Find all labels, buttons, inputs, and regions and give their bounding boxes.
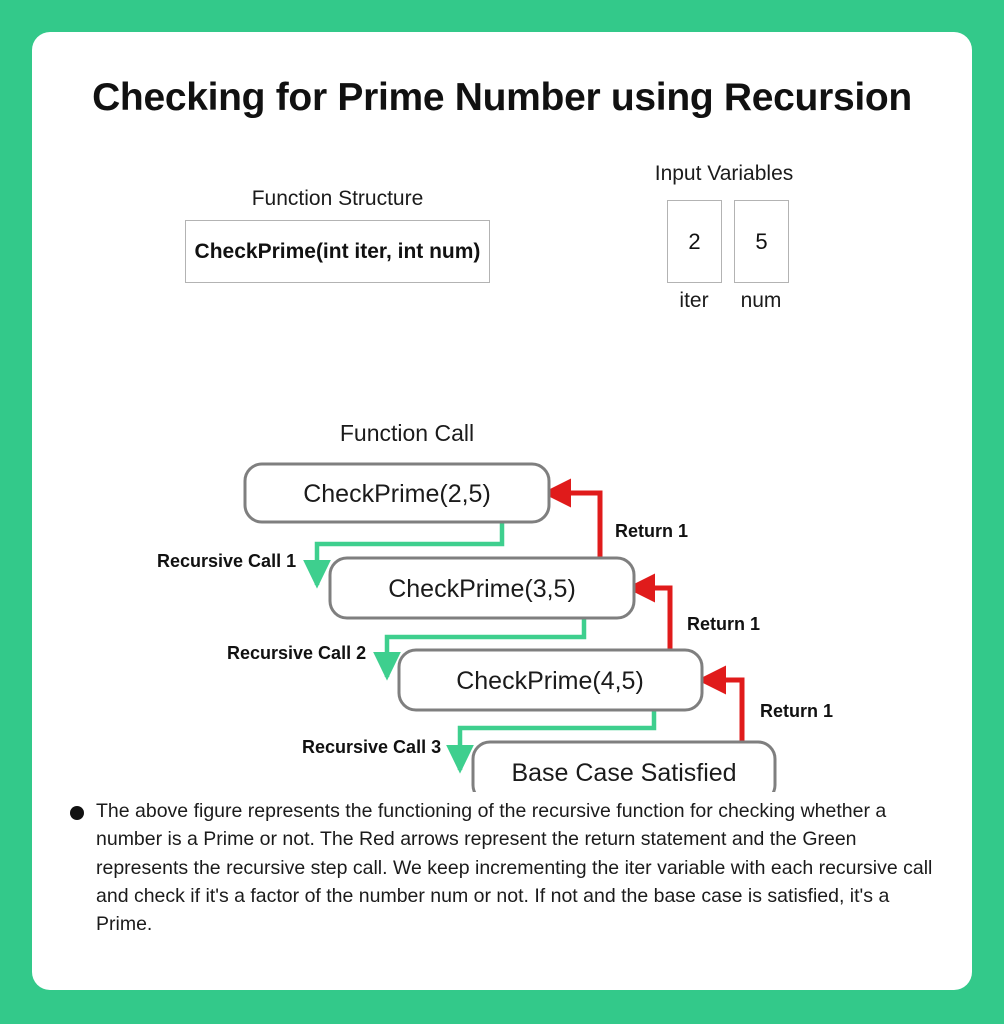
recursive-call-1-label: Recursive Call 1 [157, 551, 296, 571]
content-card: Checking for Prime Number using Recursio… [32, 32, 972, 990]
function-call-heading: Function Call [340, 420, 474, 446]
input-variable-value-iter: 2 [667, 200, 722, 283]
input-variable-label-num: num [740, 289, 782, 312]
function-structure-heading: Function Structure [251, 187, 424, 210]
node-call2: CheckPrime(3,5) [328, 556, 636, 620]
recursion-diagram: Function Call CheckPrime(2,5) CheckP [32, 372, 972, 792]
footnote-text: The above figure represents the function… [96, 800, 933, 936]
return-label-2: Return 1 [687, 614, 760, 634]
node-call1-label: CheckPrime(2,5) [303, 480, 491, 508]
return-label-1: Return 1 [615, 521, 688, 541]
return-label-3: Return 1 [760, 701, 833, 721]
node-call1: CheckPrime(2,5) [243, 462, 551, 524]
recursive-call-3-label: Recursive Call 3 [302, 737, 441, 757]
function-structure-box: CheckPrime(int iter, int num) [185, 220, 490, 283]
bullet-icon [70, 806, 84, 820]
node-base-case-label: Base Case Satisfied [511, 759, 736, 787]
page-title: Checking for Prime Number using Recursio… [92, 76, 912, 119]
recursive-call-3-arrow [446, 710, 657, 774]
node-call3-label: CheckPrime(4,5) [456, 667, 644, 695]
node-base-case: Base Case Satisfied [471, 740, 777, 792]
input-variable-value-num: 5 [734, 200, 789, 283]
footnote: The above figure represents the function… [70, 797, 950, 938]
node-call3: CheckPrime(4,5) [397, 648, 704, 712]
node-call2-label: CheckPrime(3,5) [388, 575, 576, 603]
input-variable-label-iter: iter [679, 289, 709, 312]
recursive-call-1-arrow [303, 522, 505, 589]
recursive-call-2-label: Recursive Call 2 [227, 643, 366, 663]
return-arrow-1 [541, 478, 603, 588]
input-variables-heading: Input Variables [654, 162, 794, 185]
recursive-call-2-arrow [373, 619, 587, 681]
